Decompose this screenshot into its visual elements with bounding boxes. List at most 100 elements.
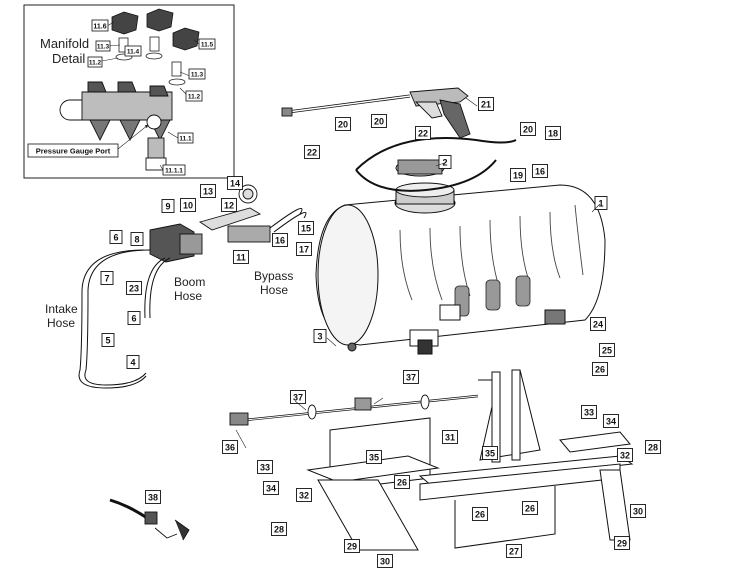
boom-bar-icon bbox=[229, 394, 479, 426]
part-tag-label: 20 bbox=[374, 117, 384, 127]
part-tag-label: 9 bbox=[165, 202, 170, 212]
part-tag-label: 26 bbox=[475, 510, 485, 520]
part-tag-label: 20 bbox=[523, 125, 533, 135]
part-tag-t11: 11 bbox=[233, 250, 249, 264]
part-tag-t18: 18 bbox=[545, 126, 561, 140]
part-tag-t31: 31 bbox=[442, 430, 458, 444]
part-tag-label: 33 bbox=[260, 463, 270, 473]
part-tag-t29b: 29 bbox=[614, 536, 630, 550]
hose-labels: Intake Hose Boom Hose Bypass Hose bbox=[45, 269, 293, 330]
part-tag-t7: 7 bbox=[100, 271, 114, 285]
part-tag-label: 7 bbox=[104, 274, 109, 284]
part-tag-t23: 23 bbox=[126, 281, 142, 295]
part-tag-label: 16 bbox=[275, 236, 285, 246]
inset-title-line2: Detail bbox=[52, 51, 85, 66]
part-tag-label: 32 bbox=[299, 491, 309, 501]
tag-leaders bbox=[235, 97, 601, 449]
inset-tag-11-6: 11.6 bbox=[91, 19, 109, 32]
intake-label-line2: Hose bbox=[47, 316, 75, 330]
part-tag-label: 16 bbox=[535, 167, 545, 177]
part-tag-label: 4 bbox=[130, 358, 135, 368]
part-tag-t37a: 37 bbox=[290, 390, 306, 404]
part-tag-label: 5 bbox=[105, 336, 110, 346]
part-tag-label: 34 bbox=[606, 417, 616, 427]
part-tag-t8: 8 bbox=[130, 232, 144, 246]
part-tag-label: 32 bbox=[620, 451, 630, 461]
part-tag-t14: 14 bbox=[227, 176, 243, 190]
part-tag-t27: 27 bbox=[506, 544, 522, 558]
svg-text:11.5: 11.5 bbox=[201, 42, 214, 49]
part-tag-label: 8 bbox=[134, 235, 139, 245]
part-tag-label: 22 bbox=[418, 129, 428, 139]
part-tag-t26d: 26 bbox=[522, 501, 538, 515]
part-tag-t29a: 29 bbox=[344, 539, 360, 553]
inset-tag-11-3a: 11.3 bbox=[95, 40, 111, 52]
part-tag-t16a: 16 bbox=[272, 233, 288, 247]
part-tag-t22b: 22 bbox=[415, 126, 431, 140]
inset-tag-11-2a: 11.2 bbox=[87, 56, 103, 68]
part-tag-label: 12 bbox=[224, 201, 234, 211]
part-tag-label: 27 bbox=[509, 547, 519, 557]
wiring-harness-icon bbox=[109, 498, 190, 541]
part-tag-t10: 10 bbox=[180, 198, 196, 212]
bypass-label-line1: Bypass bbox=[254, 269, 293, 283]
part-tag-t19: 19 bbox=[510, 168, 526, 182]
part-tag-label: 34 bbox=[266, 484, 276, 494]
manifold-body-icon bbox=[59, 81, 173, 171]
part-tag-label: 2 bbox=[442, 158, 447, 168]
part-tag-t28a: 28 bbox=[645, 440, 661, 454]
intake-label-line1: Intake bbox=[45, 302, 78, 316]
spray-gun-icon bbox=[281, 87, 471, 139]
pump-assembly-icon bbox=[149, 184, 271, 263]
svg-text:11.3: 11.3 bbox=[97, 44, 110, 51]
part-tag-label: 20 bbox=[338, 120, 348, 130]
part-tag-label: 36 bbox=[225, 443, 235, 453]
part-tag-t20a: 20 bbox=[335, 117, 351, 131]
part-tag-label: 37 bbox=[406, 373, 416, 383]
inset-tag-11-1: 11.1 bbox=[177, 132, 194, 144]
part-tag-t3: 3 bbox=[313, 329, 327, 343]
inset-tag-11-2b: 11.2 bbox=[185, 90, 203, 102]
part-tag-t15: 15 bbox=[298, 221, 314, 235]
part-tag-t20c: 20 bbox=[520, 122, 536, 136]
svg-text:11.1.1: 11.1.1 bbox=[165, 168, 183, 175]
part-tag-label: 10 bbox=[183, 201, 193, 211]
svg-text:11.1: 11.1 bbox=[179, 136, 192, 143]
part-tag-t36: 36 bbox=[222, 440, 238, 454]
part-tag-label: 21 bbox=[481, 100, 491, 110]
part-tag-t9: 9 bbox=[161, 199, 175, 213]
part-tag-t34b: 34 bbox=[603, 414, 619, 428]
part-tag-label: 28 bbox=[274, 525, 284, 535]
part-tag-label: 6 bbox=[113, 233, 118, 243]
part-tag-label: 31 bbox=[445, 433, 455, 443]
part-tag-label: 29 bbox=[347, 542, 357, 552]
svg-text:11.2: 11.2 bbox=[188, 94, 201, 101]
tank-icon bbox=[315, 182, 606, 355]
part-tag-t38: 38 bbox=[145, 490, 161, 504]
part-tag-label: 35 bbox=[485, 449, 495, 459]
part-tag-t34a: 34 bbox=[263, 481, 279, 495]
pressure-gauge-port-label: Pressure Gauge Port bbox=[27, 143, 119, 158]
part-tag-label: 17 bbox=[299, 245, 309, 255]
inset-tag-11-4: 11.4 bbox=[124, 45, 142, 57]
svg-text:11.4: 11.4 bbox=[127, 49, 140, 56]
part-tag-label: 13 bbox=[203, 187, 213, 197]
boom-label-line1: Boom bbox=[174, 275, 205, 289]
part-tag-label: 22 bbox=[307, 148, 317, 158]
manifold-detail-inset: Manifold Detail bbox=[23, 4, 235, 179]
frame-icon bbox=[306, 369, 634, 551]
svg-text:11.3: 11.3 bbox=[191, 72, 204, 79]
inset-tag-11-5: 11.5 bbox=[198, 38, 216, 50]
part-tag-t21: 21 bbox=[478, 97, 494, 111]
part-tag-t20b: 20 bbox=[371, 114, 387, 128]
inset-title-line1: Manifold bbox=[40, 36, 89, 51]
part-tag-label: 30 bbox=[633, 507, 643, 517]
part-tag-t6b: 6 bbox=[127, 311, 141, 325]
part-tag-label: 14 bbox=[230, 179, 240, 189]
part-tag-label: 37 bbox=[293, 393, 303, 403]
part-tag-t37b: 37 bbox=[403, 370, 419, 384]
part-tag-label: 29 bbox=[617, 539, 627, 549]
part-tag-t6a: 6 bbox=[109, 230, 123, 244]
part-tag-label: 38 bbox=[148, 493, 158, 503]
part-tag-label: 30 bbox=[380, 557, 390, 567]
